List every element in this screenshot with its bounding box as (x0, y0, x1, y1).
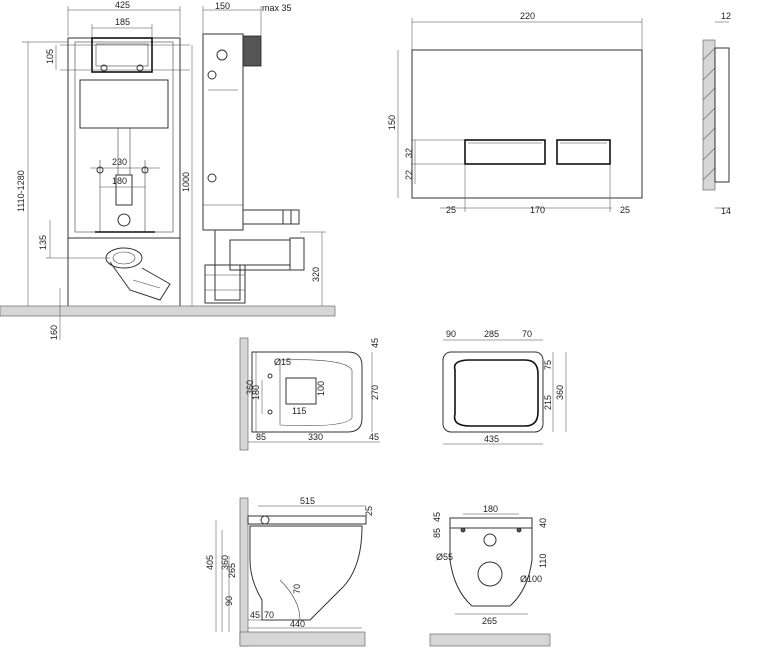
dim-top-inner-width: 115 (292, 406, 306, 416)
dim-seat-total-width: 435 (484, 434, 499, 444)
dim-back-height-85: 85 (432, 528, 442, 538)
dim-top-hole-diameter: Ø15 (274, 357, 291, 367)
dim-top-bottom-margin: 45 (369, 432, 379, 442)
toilet-side-view: 515 25 405 360 265 90 70 45 70 440 (205, 496, 374, 647)
back-bowl-outline (449, 527, 533, 607)
dim-top-bracket-height: 105 (45, 49, 55, 64)
dim-bracket-width: 185 (115, 17, 130, 27)
dim-button-width: 170 (530, 205, 545, 215)
dim-back-inlet-diameter: Ø55 (436, 552, 453, 562)
dim-outlet-spacing-inner: 180 (112, 176, 127, 186)
frame-dimensions: 425 185 105 1110-1280 1000 230 180 135 1… (16, 0, 193, 340)
outlet-circle (477, 561, 503, 587)
dim-top-bowl-length: 330 (308, 432, 323, 442)
dim-outlet-spacing-outer: 230 (112, 157, 127, 167)
dim-back-bolt-spacing: 180 (483, 504, 498, 514)
outlet-elbow (105, 247, 143, 269)
top-bracket (91, 37, 153, 73)
cistern (79, 79, 169, 129)
inlet-circle (483, 533, 497, 547)
dim-button-bottom-offset: 22 (404, 170, 414, 180)
dim-side-outlet-70: 70 (292, 584, 302, 594)
dim-back-outlet-diameter: Ø100 (520, 574, 542, 584)
dim-back-right-110: 110 (538, 554, 548, 568)
dim-top-inner-depth: 100 (316, 381, 326, 396)
dim-side-max-offset: max 35 (262, 3, 292, 13)
dim-frame-width-top: 425 (115, 0, 130, 10)
side-seat (247, 515, 367, 525)
dim-button-height: 32 (404, 148, 414, 158)
dim-side-height-265: 265 (227, 563, 237, 578)
toilet-top-view: 360 180 Ø15 100 115 270 45 85 330 45 (239, 337, 380, 451)
dim-side-offset-45: 45 (250, 610, 260, 620)
dim-side-seat-thickness: 25 (364, 506, 374, 516)
flush-plate-dimensions: 220 150 32 22 25 170 25 (387, 11, 643, 215)
toilet-back-view: 180 85 45 40 Ø55 110 Ø100 265 (429, 504, 551, 647)
dim-seat-middle-part: 285 (484, 329, 499, 339)
dim-plate-thickness: 12 (721, 11, 731, 21)
dim-top-inner-height: 270 (370, 385, 380, 400)
dim-side-offset-70: 70 (264, 610, 274, 620)
dim-plate-margin-right: 25 (620, 205, 630, 215)
toilet-top-outline (251, 351, 363, 433)
dim-plate-width: 220 (520, 11, 535, 21)
dim-top-wall-offset: 85 (256, 432, 266, 442)
frame-front-view (60, 37, 190, 308)
dim-back-height-45: 45 (432, 512, 442, 522)
seat-outline (453, 359, 539, 427)
flush-plate-front (411, 49, 643, 199)
dim-back-right-40: 40 (538, 518, 548, 528)
dim-top-total-height: 360 (245, 380, 255, 395)
dim-side-depth: 150 (215, 1, 230, 11)
dim-seat-left-part: 90 (446, 329, 456, 339)
dim-seat-top-part: 75 (543, 360, 553, 370)
seat-top-view: 90 285 70 75 215 360 435 (442, 329, 567, 445)
dim-plate-margin-left: 25 (446, 205, 456, 215)
dim-seat-height-part: 215 (543, 395, 553, 410)
side-flush-box (242, 35, 262, 67)
floor-slab (0, 305, 336, 317)
dim-top-half-height: 180 (251, 385, 261, 400)
dim-side-height-360: 360 (220, 555, 230, 570)
dim-seat-right-part: 70 (522, 329, 532, 339)
dim-floor-offset: 160 (49, 325, 59, 340)
flush-button-small (556, 139, 611, 165)
frame-side-dimensions: 150 max 35 320 (202, 1, 326, 306)
back-seat (449, 517, 533, 529)
dim-side-bottom-90: 90 (224, 596, 234, 606)
side-bowl-outline (249, 525, 363, 621)
dim-frame-height-range: 1110-1280 (16, 170, 26, 212)
dim-drain-height: 135 (38, 235, 48, 250)
dim-seat-total-height: 360 (555, 385, 565, 400)
dim-side-total-height: 405 (205, 555, 215, 570)
dim-side-length: 515 (300, 496, 315, 506)
flush-button-large (464, 139, 546, 165)
dim-side-drain-height: 320 (311, 267, 321, 282)
flush-plate-outline (411, 49, 643, 199)
dim-side-base-length: 440 (290, 619, 305, 629)
dim-plate-depth-bottom: 14 (721, 206, 731, 216)
dim-back-bottom-width: 265 (482, 616, 497, 626)
dim-plate-height: 150 (387, 115, 397, 130)
flush-plate-side: 12 14 (702, 11, 731, 216)
frame-side-view (202, 33, 305, 304)
dim-top-top-margin: 45 (370, 338, 380, 348)
dim-frame-height: 1000 (181, 172, 191, 192)
